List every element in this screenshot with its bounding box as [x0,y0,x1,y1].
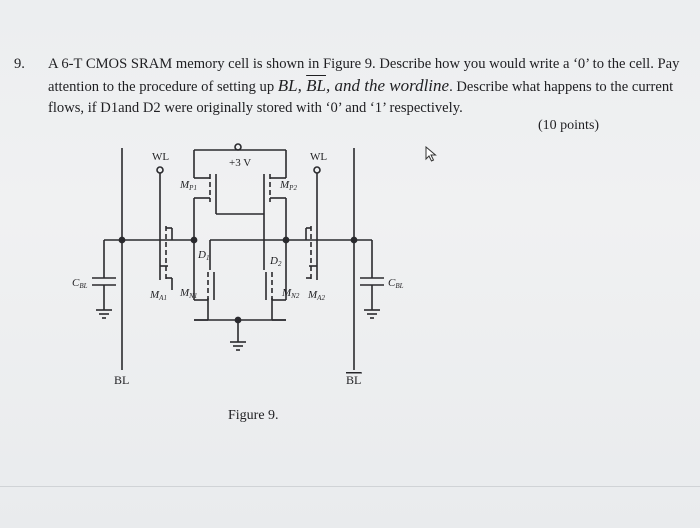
figure-caption: Figure 9. [228,408,279,423]
math-wordline: , and the wordline [325,76,450,95]
wordline-node-right [313,166,321,174]
points-label: (10 points) [538,118,600,133]
label-ma1: MA1 [149,289,167,302]
label-d1: D1 [197,249,209,262]
sram-circuit-figure: WL WL +3 V MP1 MP2 D1 D2 MA1 MN1 MN2 MA2… [72,143,404,387]
junction-dot [350,236,358,244]
label-vdd: +3 V [229,157,251,169]
label-mn1: MN1 [179,287,197,300]
label-cbl-left: CBL [72,277,88,290]
label-ma2: MA2 [307,289,325,302]
question-text: A 6-T CMOS SRAM memory cell is shown in … [48,54,690,119]
label-mp2: MP2 [279,179,297,192]
label-d2: D2 [269,255,282,268]
label-mn2: MN2 [281,287,300,300]
page-divider [0,486,700,487]
question-text-part1: A 6-T CMOS SRAM memory cell is shown in … [48,56,680,95]
vdd-node [234,143,242,151]
junction-dot [190,236,198,244]
junction-dot [282,236,290,244]
wordline-node-left [156,166,164,174]
label-cbl-right: CBL [388,277,404,290]
label-bl: BL [114,373,129,387]
junction-dot [118,236,126,244]
math-bl: BL [277,76,298,95]
question-text-part2: . Describe what happens to the current f… [48,79,674,116]
label-wl-left: WL [152,151,169,163]
math-blbar: BL [306,76,326,95]
question-block: 9. A 6-T CMOS SRAM memory cell is shown … [14,54,690,119]
mouse-pointer-icon [425,146,437,162]
question-number: 9. [14,56,25,72]
label-mp1: MP1 [179,179,197,192]
label-blbar: BL [346,373,361,387]
math-sep: , [297,76,307,95]
label-wl-right: WL [310,151,327,163]
